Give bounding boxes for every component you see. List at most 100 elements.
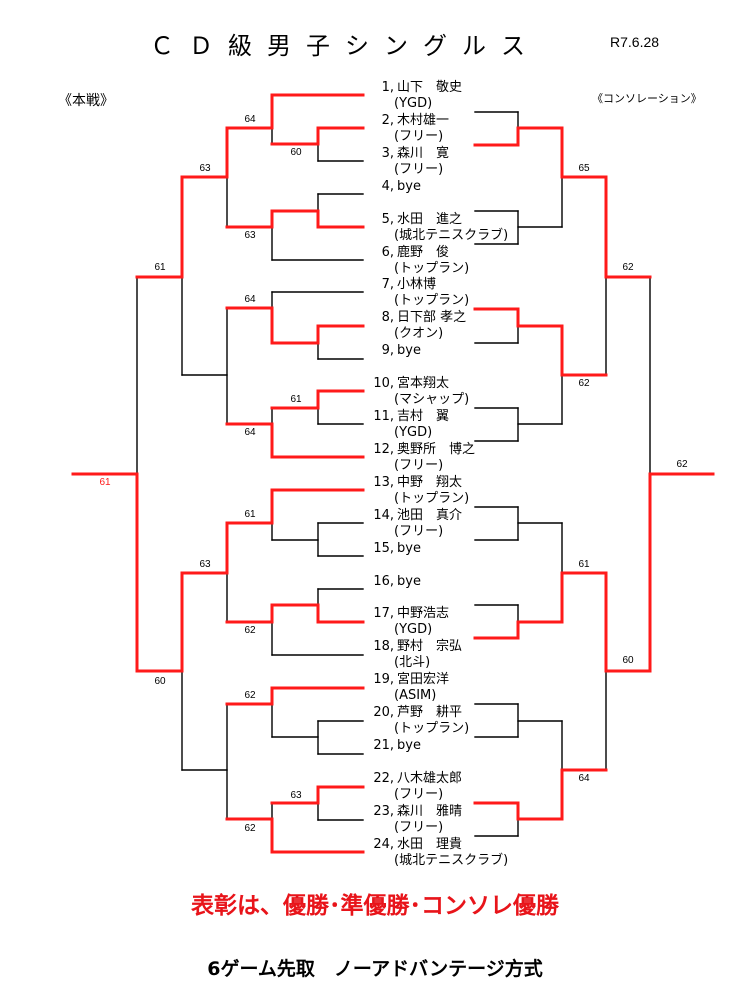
player-entry: 22,八木雄太郎(フリー) xyxy=(366,771,462,803)
player-name: bye xyxy=(397,178,421,194)
event-date: R7.6.28 xyxy=(610,34,660,50)
main-score: 61 xyxy=(244,509,256,520)
player-name: 小林博 xyxy=(397,277,437,293)
player-entry: 6,鹿野 俊(トップラン) xyxy=(366,244,470,277)
player-name: 芦野 耕平 xyxy=(397,705,463,721)
consolation-score: 61 xyxy=(578,559,590,570)
player-entry: 8,日下部 孝之(クオン) xyxy=(366,310,467,342)
player-name: 吉村 翼 xyxy=(397,409,450,424)
player-team: (YGD) xyxy=(394,425,433,440)
player-name: bye xyxy=(397,343,421,359)
player-entry: 15,bye xyxy=(366,541,421,557)
player-entry: 20,芦野 耕平(トップラン) xyxy=(366,705,469,737)
award-note: 表彰は、優勝･準優勝･コンソレ優勝 xyxy=(191,893,559,919)
player-team: (クオン) xyxy=(394,326,444,342)
player-entry: 18,野村 宗弘(北斗) xyxy=(366,639,462,671)
player-number: 24, xyxy=(373,836,394,852)
main-score: 60 xyxy=(154,676,166,687)
player-entry: 5,水田 進之(城北テニスクラブ) xyxy=(366,211,509,244)
player-name: 水田 進之 xyxy=(397,211,463,227)
player-entry: 23,森川 雅晴(フリー) xyxy=(366,804,462,836)
player-team: (フリー) xyxy=(394,457,444,473)
player-name: 山下 敬史 xyxy=(397,80,463,95)
player-team: (城北テニスクラブ) xyxy=(394,852,509,868)
player-name: 宮田宏洋 xyxy=(397,672,450,688)
main-score: 61 xyxy=(290,394,302,405)
player-entry: 9,bye xyxy=(366,343,421,359)
player-team: (YGD) xyxy=(394,96,433,111)
player-number: 11, xyxy=(373,409,394,424)
main-score: 63 xyxy=(199,163,211,174)
main-score: 62 xyxy=(244,823,256,834)
player-name: 日下部 孝之 xyxy=(397,310,467,326)
player-name: bye xyxy=(397,540,421,556)
player-name: 木村雄一 xyxy=(397,112,450,128)
player-team: (フリー) xyxy=(394,161,444,177)
main-draw-label: 《本戦》 xyxy=(58,93,114,109)
player-name: 水田 理貴 xyxy=(397,836,463,852)
player-number: 21, xyxy=(373,738,394,753)
player-name: 野村 宗弘 xyxy=(397,639,463,655)
consolation-draw-label: 《コンソレーション》 xyxy=(592,92,702,105)
player-name: 奥野所 博之 xyxy=(397,441,476,457)
player-name: 森川 寛 xyxy=(397,145,450,161)
player-entry: 11,吉村 翼(YGD) xyxy=(366,409,449,441)
page-title: ＣＤ級男子シングルス xyxy=(150,32,540,60)
player-entry: 2,木村雄一(フリー) xyxy=(366,113,449,145)
main-score: 63 xyxy=(290,790,302,801)
player-team: (トップラン) xyxy=(394,490,470,506)
player-number: 23, xyxy=(373,803,394,819)
player-number: 1, xyxy=(381,80,394,95)
player-number: 18, xyxy=(373,639,394,655)
player-number: 15, xyxy=(373,540,394,556)
player-team: (北斗) xyxy=(394,655,431,671)
player-number: 6, xyxy=(381,244,394,260)
player-team: (トップラン) xyxy=(394,260,470,276)
player-entry: 16,bye xyxy=(366,574,421,590)
player-entry: 12,奥野所 博之(フリー) xyxy=(366,442,475,474)
player-entry: 7,小林博(トップラン) xyxy=(366,277,470,309)
player-number: 5, xyxy=(381,211,394,227)
match-rule: 6ゲーム先取 ノーアドバンテージ方式 xyxy=(207,958,543,980)
main-score: 64 xyxy=(244,427,256,438)
player-number: 13, xyxy=(373,474,394,490)
player-number: 4, xyxy=(381,178,394,194)
consolation-score: 64 xyxy=(578,773,590,784)
consolation-score: 62 xyxy=(622,262,634,273)
player-name: bye xyxy=(397,738,421,753)
consolation-final-score: 62 xyxy=(676,459,688,470)
player-number: 12, xyxy=(373,441,394,457)
main-score: 61 xyxy=(154,262,166,273)
player-team: (フリー) xyxy=(394,128,444,144)
player-team: (フリー) xyxy=(394,786,444,802)
player-number: 9, xyxy=(381,343,394,359)
player-number: 10, xyxy=(373,376,394,392)
main-score: 60 xyxy=(290,147,302,158)
player-entry: 17,中野浩志(YGD) xyxy=(366,606,449,638)
player-entry: 1,山下 敬史(YGD) xyxy=(366,80,462,112)
player-number: 2, xyxy=(381,112,394,128)
player-number: 19, xyxy=(373,672,394,688)
main-score: 63 xyxy=(244,230,256,241)
player-number: 3, xyxy=(381,145,394,161)
main-score: 63 xyxy=(199,559,211,570)
player-entry: 13,中野 翔太(トップラン) xyxy=(366,475,469,507)
player-entry: 3,森川 寛(フリー) xyxy=(366,146,449,178)
main-score: 62 xyxy=(244,625,256,636)
player-number: 16, xyxy=(373,573,394,589)
player-name: 中野 翔太 xyxy=(397,474,463,490)
player-name: 森川 雅晴 xyxy=(397,803,463,819)
player-entry: 24,水田 理貴(城北テニスクラブ) xyxy=(366,837,508,869)
player-entry: 10,宮本翔太(マシャップ) xyxy=(366,376,469,408)
player-entry: 21,bye xyxy=(366,738,421,754)
player-entry: 14,池田 真介(フリー) xyxy=(366,508,462,540)
player-name: 八木雄太郎 xyxy=(397,770,463,786)
player-team: (城北テニスクラブ) xyxy=(394,227,509,243)
player-team: (YGD) xyxy=(394,622,433,638)
player-team: (トップラン) xyxy=(394,293,470,309)
player-entry: 19,宮田宏洋(ASIM) xyxy=(366,672,449,704)
consolation-score: 62 xyxy=(578,378,590,389)
player-number: 14, xyxy=(373,507,394,523)
player-name: 鹿野 俊 xyxy=(397,244,450,260)
